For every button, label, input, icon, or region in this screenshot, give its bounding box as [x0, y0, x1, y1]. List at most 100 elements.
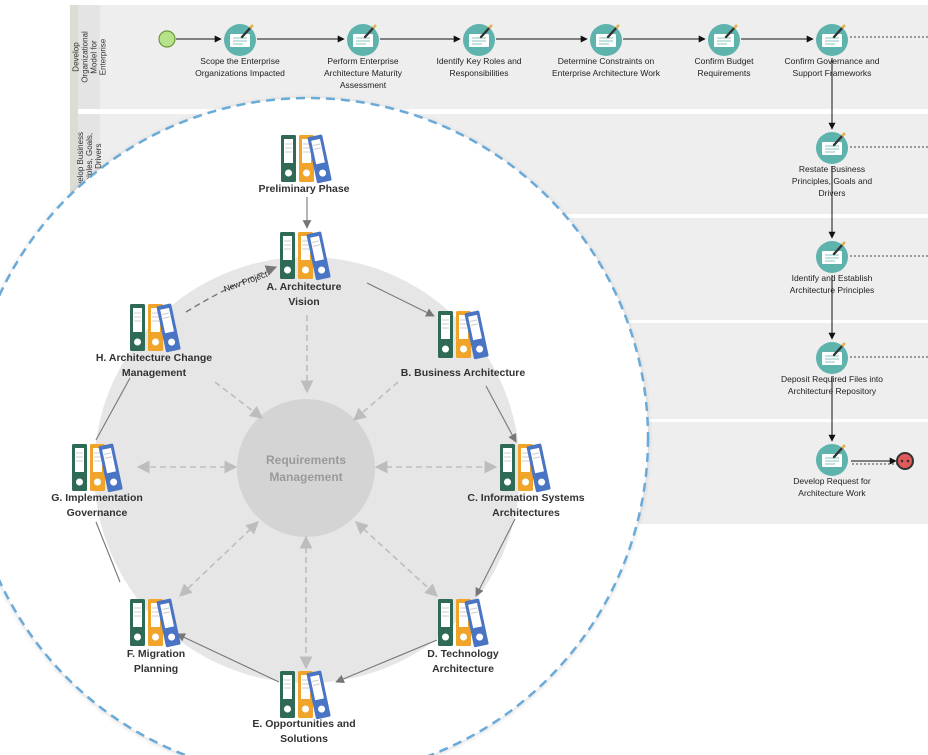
binder-label — [459, 603, 468, 627]
binder-ring — [319, 169, 327, 177]
binder-label — [133, 308, 142, 332]
binder-label — [151, 308, 160, 332]
pencil-eraser — [841, 444, 846, 449]
pencil-eraser — [249, 24, 254, 29]
phase-label-line: Preliminary Phase — [258, 183, 349, 195]
task-label-line: Architecture Maturity — [324, 68, 403, 78]
binder-line — [532, 452, 540, 455]
requirements-management-node[interactable] — [237, 399, 375, 537]
binder-label — [441, 603, 450, 627]
binder-ring — [134, 633, 141, 641]
lane-label-text-line: Develop — [72, 42, 81, 72]
phase-label-line: B. Business Architecture — [401, 367, 526, 379]
task-label-line: Organizations Impacted — [195, 68, 285, 78]
lane-label-text-line: Develop Business — [76, 132, 85, 196]
phase-flow-arrow — [485, 385, 517, 443]
task-label-line: Perform Enterprise — [327, 56, 399, 66]
binder-tilted — [156, 303, 181, 353]
task-label-line: Requirements — [698, 68, 751, 78]
binder-label — [151, 603, 160, 627]
phase-flow-line — [95, 377, 131, 441]
binder-ring — [284, 266, 291, 274]
phase-label-line: C. Information Systems — [467, 492, 584, 504]
task-label-line: Architecture Repository — [788, 386, 877, 396]
binder-tilted — [464, 598, 489, 648]
new-project-arrow — [185, 265, 278, 313]
phase-flow-arrow — [176, 633, 280, 683]
binder-tilted — [156, 598, 181, 648]
requirements-management-label-line: Requirements — [266, 453, 346, 467]
binder-ring — [134, 338, 141, 346]
task-label-line: Identify Key Roles and — [436, 56, 521, 66]
binder-ring — [110, 478, 118, 486]
binder-line — [162, 611, 170, 614]
task-icon-request — [816, 444, 848, 476]
phase-b[interactable]: B. Business Architecture — [401, 310, 526, 379]
task-label-line: Deposit Required Files into — [781, 374, 883, 384]
binder-icon-e — [280, 670, 331, 720]
binder-label — [283, 675, 292, 699]
task-label-line: Scope the Enterprise — [200, 56, 280, 66]
swimlane-label-1: DevelopOrganizationalModel forEnterprise — [72, 31, 108, 83]
phase-flow-line — [95, 521, 121, 583]
binder-ring — [152, 633, 159, 641]
binder-line — [312, 240, 320, 243]
binder-ring — [285, 169, 292, 177]
task-label-line: Responsibilities — [449, 68, 508, 78]
task-icon-restate — [816, 132, 848, 164]
binder-label — [93, 448, 102, 472]
lane-label-text-line: and Drivers — [94, 144, 103, 185]
binder-ring — [284, 705, 291, 713]
task-icon-governance — [816, 24, 848, 56]
phase-label-line: Architecture — [432, 663, 494, 675]
binder-ring — [94, 478, 101, 486]
phase-preliminary[interactable]: Preliminary Phase — [258, 134, 350, 195]
start-event — [158, 30, 176, 48]
binder-tilted — [307, 134, 332, 184]
phase-label-line: D. Technology — [427, 648, 499, 660]
binder-line — [470, 611, 478, 614]
end-event-dot — [900, 459, 904, 463]
task-label-line: Support Frameworks — [793, 68, 872, 78]
binder-tilted — [526, 443, 551, 493]
binder-icon-preliminary — [281, 134, 332, 184]
binder-label — [459, 315, 468, 339]
pencil-eraser — [841, 24, 846, 29]
binder-line — [470, 607, 478, 610]
task-label-line: Drivers — [819, 188, 846, 198]
binder-ring — [168, 633, 176, 641]
binder-label — [301, 236, 310, 260]
phase-label: Preliminary Phase — [258, 183, 349, 195]
binder-ring — [476, 345, 484, 353]
phase-label-line: Planning — [134, 663, 178, 675]
binder-tilted — [306, 670, 331, 720]
binder-label — [441, 315, 450, 339]
